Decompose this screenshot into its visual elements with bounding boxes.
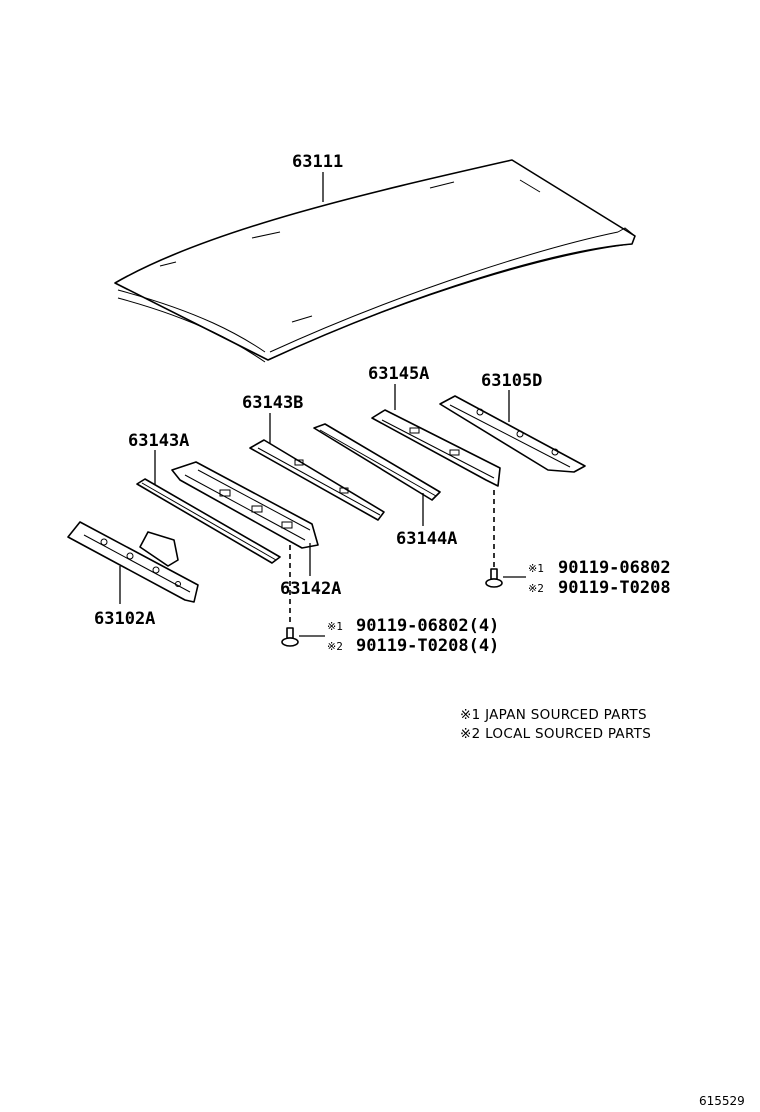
roof-panel-label[interactable]: 63111 [292,152,343,172]
roof-bow-b-illustration[interactable] [249,439,385,521]
roof-bow-b-label[interactable]: 63143B [242,393,303,413]
reinforcement-a-label[interactable]: 63144A [396,529,457,549]
bow-panel-label[interactable]: 63142A [280,579,341,599]
reinforcement-a-illustration[interactable] [313,423,441,501]
rear-rail-illustration[interactable] [439,395,586,473]
legend-local-sourced: ※2 LOCAL SOURCED PARTS [460,726,651,742]
front-rail-illustration[interactable] [67,521,199,603]
roof-bow-a-label[interactable]: 63143A [128,431,189,451]
right-bolt-local-part[interactable]: 90119-T0208 [558,578,671,598]
right-bolt-icon[interactable] [485,568,503,588]
right-bolt-japan-part[interactable]: 90119-06802 [558,558,671,578]
header-outer-illustration[interactable] [371,409,501,487]
right-bolt-japan-mark: ※1 [528,562,544,575]
left-bolt-icon[interactable] [281,627,299,647]
right-bolt-local-mark: ※2 [528,582,544,595]
bow-panel-illustration[interactable] [171,461,319,549]
rear-rail-label[interactable]: 63105D [481,371,542,391]
left-bolt-japan-part[interactable]: 90119-06802(4) [356,616,499,636]
roof-panel-illustration[interactable] [114,159,636,363]
left-bolt-local-mark: ※2 [327,640,343,653]
header-outer-label[interactable]: 63145A [368,364,429,384]
catalog-number: 615529 [699,1094,745,1108]
left-bolt-japan-mark: ※1 [327,620,343,633]
roof-bow-a-illustration[interactable] [136,478,281,564]
legend-japan-sourced: ※1 JAPAN SOURCED PARTS [460,707,647,723]
front-rail-label[interactable]: 63102A [94,609,155,629]
left-bolt-local-part[interactable]: 90119-T0208(4) [356,636,499,656]
